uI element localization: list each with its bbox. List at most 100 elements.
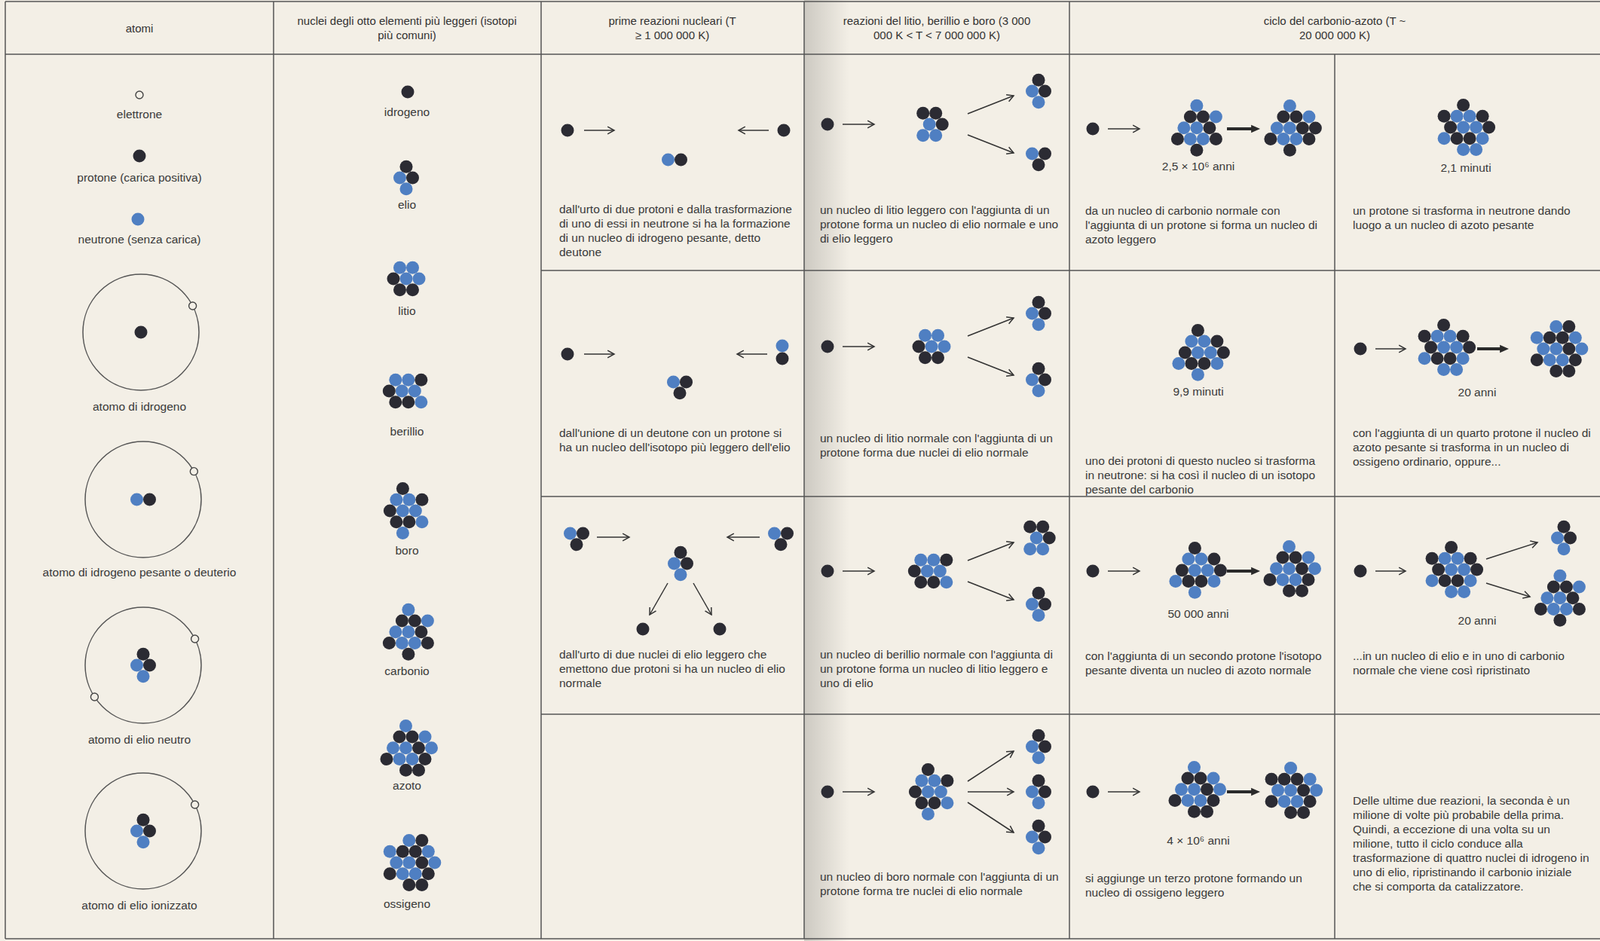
electron-dot: [135, 91, 144, 99]
neutron-dot: [1191, 345, 1205, 359]
neutron-dot: [1438, 552, 1452, 566]
neutron-dot: [422, 845, 435, 859]
neutron-dot: [1025, 373, 1039, 387]
neutron-dot: [1282, 562, 1296, 576]
neutron-dot: [1451, 552, 1465, 566]
neutron-dot: [401, 625, 415, 639]
neutron-dot: [1540, 591, 1554, 605]
reaction-arrow: [1226, 127, 1253, 131]
neutron-dot: [1032, 95, 1046, 109]
proton-dot: [134, 326, 148, 340]
proton-dot: [1032, 729, 1046, 743]
table-cell-text: un nucleo di boro normale con l'aggiunta…: [819, 869, 1060, 899]
electron-dot: [90, 693, 98, 701]
neutron-dot: [1549, 320, 1563, 334]
neutron-dot: [1276, 132, 1290, 146]
neutron-dot: [939, 575, 953, 589]
grid-line: [541, 713, 1600, 716]
proton-dot: [918, 351, 932, 365]
arrow-head: [1006, 788, 1014, 796]
neutron-dot: [406, 752, 420, 766]
proton-dot: [406, 171, 420, 185]
proton-dot: [1464, 552, 1478, 566]
arrow-head: [1006, 94, 1014, 102]
neutron-dot: [1291, 795, 1304, 808]
neutron-dot: [914, 553, 927, 567]
neutron-dot: [400, 182, 414, 196]
proton-dot: [1032, 819, 1046, 833]
proton-dot: [401, 85, 415, 99]
proton-dot: [1194, 575, 1208, 588]
proton-dot: [1476, 110, 1490, 123]
proton-dot: [908, 565, 921, 579]
reaction-arrow: [1375, 348, 1406, 350]
proton-dot: [1207, 553, 1221, 566]
proton-dot: [1032, 774, 1046, 788]
arrow-head: [1006, 369, 1014, 377]
proton-dot: [821, 118, 835, 132]
proton-dot: [1443, 351, 1457, 365]
arrow-head: [1006, 593, 1014, 601]
neutron-dot: [130, 493, 144, 507]
proton-dot: [143, 659, 157, 673]
neutron-dot: [1197, 335, 1211, 349]
arrow-head: [867, 120, 875, 129]
proton-dot: [412, 741, 426, 755]
neutron-dot: [1282, 540, 1296, 554]
neutron-dot: [1284, 784, 1298, 798]
neutron-dot: [1283, 99, 1297, 113]
proton-dot: [561, 124, 575, 138]
neutron-dot: [414, 395, 428, 409]
neutron-dot: [137, 835, 150, 849]
neutron-dot: [1553, 569, 1567, 583]
neutron-dot: [1187, 761, 1201, 774]
proton-dot: [921, 763, 935, 777]
grid-line: [272, 1, 275, 940]
caption-label: elettrone: [11, 107, 268, 122]
proton-dot: [777, 124, 791, 138]
neutron-dot: [1464, 574, 1478, 588]
reaction-arrow: [967, 542, 1014, 561]
neutron-dot: [130, 825, 144, 839]
arrow-head: [1006, 146, 1014, 154]
neutron-dot: [393, 171, 407, 185]
neutron-dot: [921, 807, 935, 821]
proton-dot: [1451, 574, 1465, 588]
proton-dot: [570, 538, 584, 551]
proton-dot: [821, 340, 835, 354]
neutron-dot: [395, 636, 409, 650]
neutron-dot: [1196, 132, 1210, 146]
proton-dot: [1032, 587, 1046, 600]
neutron-dot: [918, 329, 932, 343]
proton-dot: [1038, 740, 1052, 754]
reaction-arrow: [1375, 570, 1406, 573]
neutron-dot: [1302, 551, 1316, 565]
reaction-arrow: [967, 802, 1014, 833]
reaction-arrow: [967, 357, 1014, 376]
proton-dot: [1556, 331, 1570, 345]
proton-dot: [1303, 795, 1317, 808]
neutron-dot: [1444, 585, 1458, 599]
neutron-dot: [402, 493, 416, 507]
arrow-head: [1132, 125, 1140, 133]
proton-dot: [1278, 773, 1292, 787]
grid-line: [5, 53, 1600, 56]
neutron-dot: [925, 340, 939, 354]
reaction-arrow: [1107, 128, 1140, 130]
neutron-dot: [1023, 542, 1037, 556]
caption-label: neutrone (senza carica): [11, 232, 268, 247]
neutron-dot: [1213, 783, 1227, 796]
arrow-head: [607, 126, 615, 135]
electron-orbit: [85, 773, 202, 890]
proton-dot: [137, 813, 150, 827]
proton-dot: [133, 149, 147, 163]
reaction-arrow: [967, 134, 1014, 153]
neutron-dot: [1204, 345, 1218, 359]
caption-label: 2,5 × 10⁶ anni: [1138, 159, 1259, 174]
neutron-dot: [137, 669, 150, 683]
neutron-dot: [1283, 121, 1297, 135]
grid-line: [541, 269, 1600, 272]
proton-dot: [421, 636, 435, 650]
neutron-dot: [406, 261, 420, 275]
column-header: reazioni del litio, berillio e boro (3 0…: [838, 13, 1036, 43]
